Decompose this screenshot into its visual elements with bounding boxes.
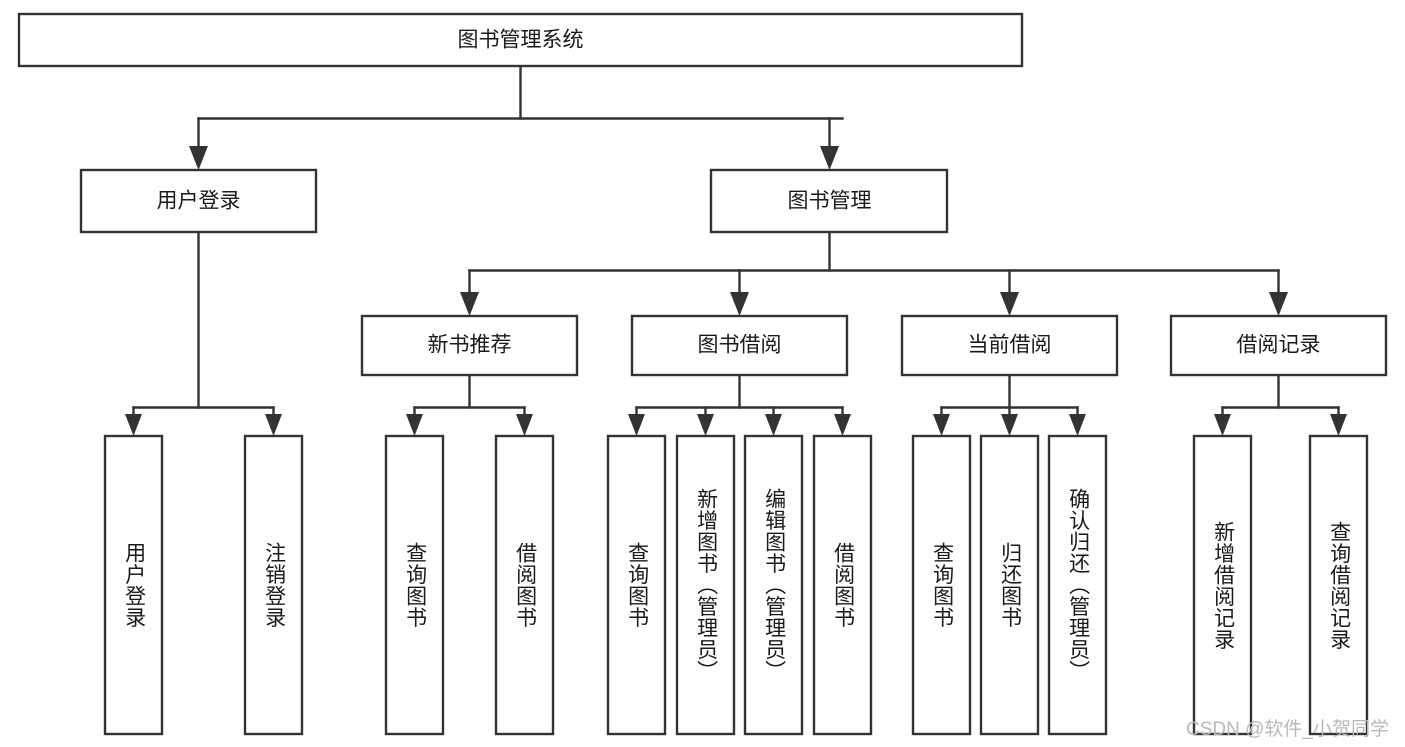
node-current-borrow-label: 当前借阅 <box>968 334 1052 357</box>
arrowhead-leaf-8 <box>834 414 851 436</box>
connector-group-root <box>189 64 844 170</box>
arrowhead-leaf-9 <box>933 414 950 436</box>
arrowhead-book-borrow <box>730 292 749 316</box>
node-borrow-record-box[interactable] <box>1169 314 1388 377</box>
connector-group-borrow-record <box>1214 373 1347 436</box>
arrowhead-borrow-record <box>1269 292 1288 316</box>
node-current-borrow-box[interactable] <box>900 314 1119 377</box>
leaf-box-2[interactable] <box>243 434 304 736</box>
arrowhead-new-book-rec <box>460 292 479 316</box>
node-user-login-label: 用户登录 <box>157 190 241 213</box>
node-new-book-rec-box[interactable] <box>360 314 579 377</box>
arrowhead-leaf-7 <box>765 414 782 436</box>
leaf-box-9[interactable] <box>911 434 972 736</box>
connector-group-user-login <box>125 230 282 436</box>
leaf-box-3[interactable] <box>384 434 445 736</box>
arrowhead-user-login <box>189 146 208 170</box>
node-root-box[interactable] <box>17 12 1024 68</box>
arrowhead-leaf-6 <box>697 414 714 436</box>
node-user-login-box[interactable] <box>79 168 318 234</box>
arrowhead-leaf-12 <box>1214 414 1231 436</box>
node-book-manage-box[interactable] <box>709 168 949 234</box>
node-book-borrow-label: 图书借阅 <box>698 334 782 357</box>
leaf-box-1[interactable] <box>103 434 164 736</box>
leaf-box-5[interactable] <box>606 434 667 736</box>
leaf-box-7[interactable] <box>743 434 804 736</box>
arrowhead-leaf-5 <box>628 414 645 436</box>
arrowhead-leaf-13 <box>1330 414 1347 436</box>
connector-group-new-book-rec <box>406 373 533 436</box>
arrowhead-leaf-1 <box>125 414 142 436</box>
node-borrow-record-label: 借阅记录 <box>1237 334 1321 357</box>
leaf-box-8[interactable] <box>812 434 873 736</box>
node-book-borrow-box[interactable] <box>630 314 849 377</box>
csdn-watermark: CSDN @软件_小贺同学 <box>1186 719 1389 740</box>
node-root-label: 图书管理系统 <box>458 29 584 52</box>
leaf-box-10[interactable] <box>979 434 1040 736</box>
node-new-book-rec-label: 新书推荐 <box>428 334 512 357</box>
connector-group-current-borrow <box>933 373 1086 436</box>
arrowhead-leaf-10 <box>1001 414 1018 436</box>
connector-group-book-manage <box>460 230 1288 316</box>
connector-group-book-borrow <box>628 373 851 436</box>
arrowhead-leaf-3 <box>406 414 423 436</box>
arrowhead-leaf-4 <box>516 414 533 436</box>
arrowhead-book-manage <box>820 146 839 170</box>
leaf-box-11[interactable] <box>1047 434 1108 736</box>
node-book-manage-label: 图书管理 <box>788 190 872 213</box>
arrowhead-leaf-2 <box>265 414 282 436</box>
leaf-box-12[interactable] <box>1192 434 1253 736</box>
arrowhead-current-borrow <box>1000 292 1019 316</box>
leaf-box-13[interactable] <box>1308 434 1369 736</box>
arrowhead-leaf-11 <box>1069 414 1086 436</box>
leaf-box-6[interactable] <box>675 434 736 736</box>
leaf-box-4[interactable] <box>494 434 555 736</box>
